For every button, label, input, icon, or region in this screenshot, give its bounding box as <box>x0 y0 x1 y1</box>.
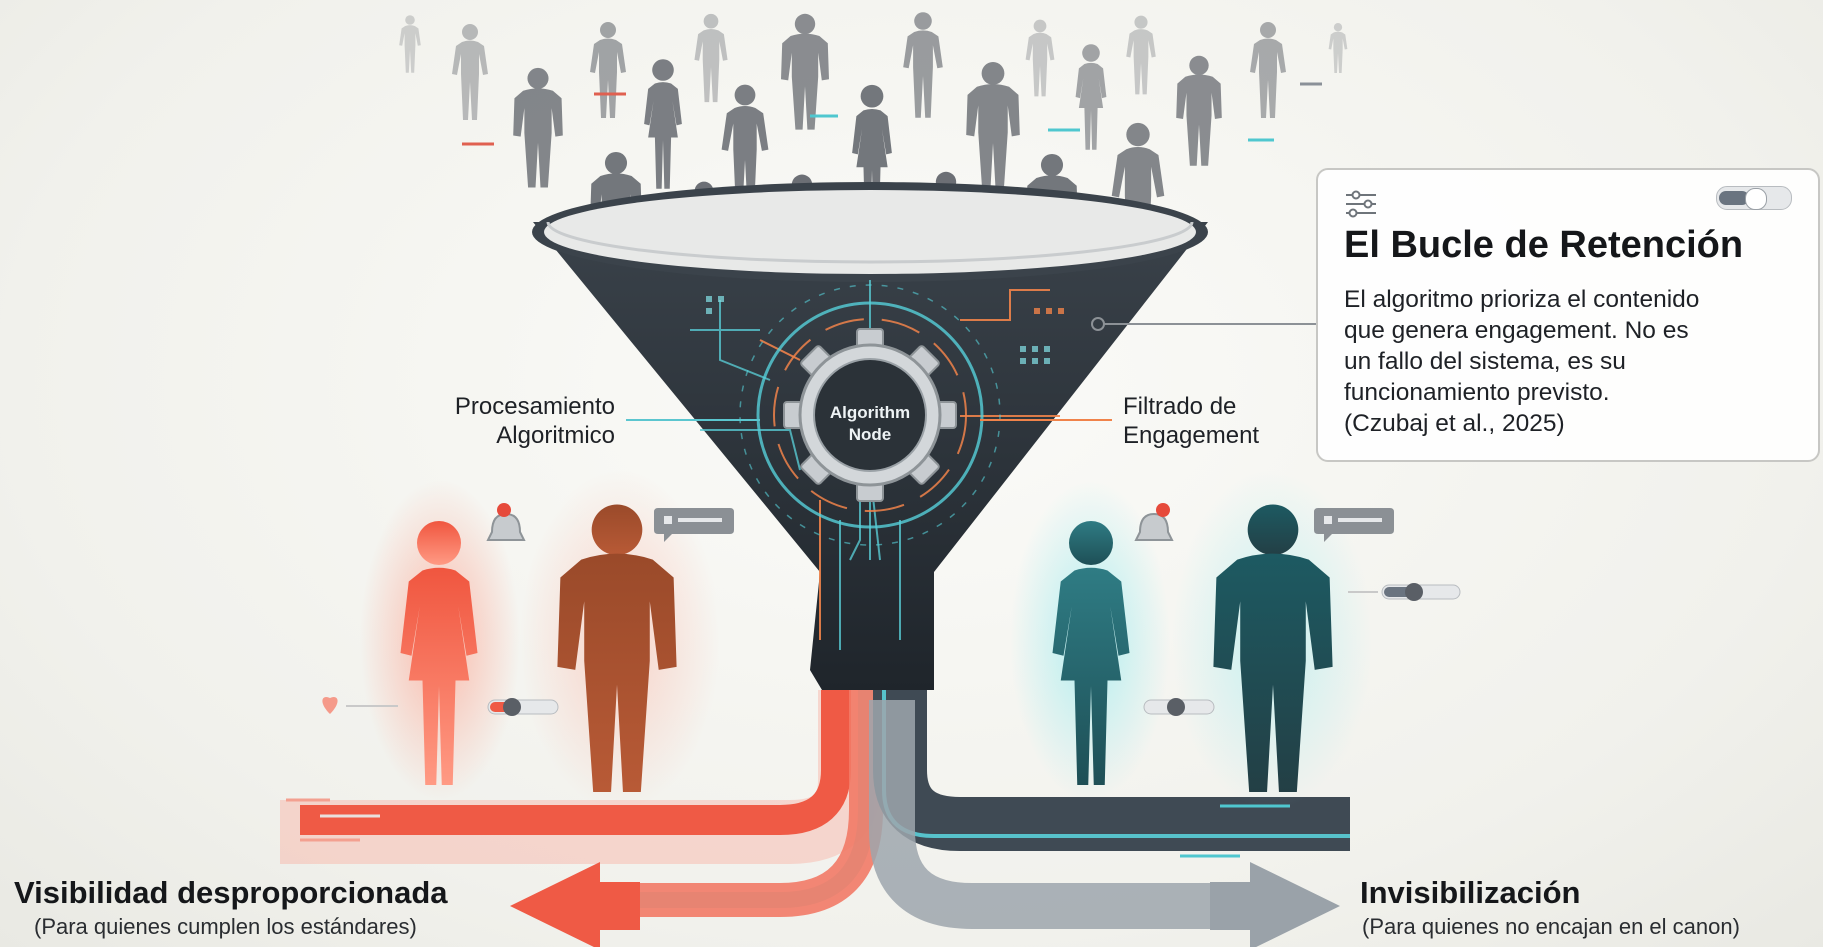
toggle-icon <box>1716 186 1792 210</box>
notification-bell-icon <box>1134 503 1174 541</box>
invisible-outcome-subtitle: (Para quienes no encajan en el canon) <box>1362 914 1740 939</box>
chat-bubble-icon <box>1314 508 1394 542</box>
toggle-icon <box>487 698 559 716</box>
card-body-line: El algoritmo prioriza el contenido <box>1344 286 1700 313</box>
filtering-label-line2: Engagement <box>1123 422 1260 449</box>
card-citation: (Czubaj et al., 2025) <box>1344 410 1565 437</box>
settings-sliders-icon <box>1346 190 1376 218</box>
processing-label: Procesamiento Algoritmico <box>455 392 615 450</box>
heart-icon <box>322 696 338 714</box>
gear-label-line2: Node <box>849 425 892 444</box>
processing-label-line1: Procesamiento <box>454 393 615 420</box>
crowd-accent-marks <box>462 82 1322 146</box>
processing-label-line2: Algoritmico <box>496 422 615 449</box>
card-body-line: un fallo del sistema, es su <box>1344 348 1626 375</box>
toggle-icon <box>1143 698 1215 716</box>
toggle-icon <box>1348 583 1461 601</box>
card-title: El Bucle de Retención <box>1344 224 1744 266</box>
card-body-line: funcionamiento previsto. <box>1344 379 1610 406</box>
label-connectors <box>626 317 1316 421</box>
invisible-stream <box>869 690 1350 929</box>
chat-bubble-icon <box>654 508 734 542</box>
invisible-outcome-title: Invisibilización <box>1360 875 1581 910</box>
arrow-left-icon <box>510 862 640 947</box>
gear-icon <box>783 328 957 502</box>
visible-outcome-subtitle: (Para quienes cumplen los estándares) <box>34 914 417 939</box>
arrow-right-icon <box>1210 862 1340 947</box>
filtering-label-line1: Filtrado de <box>1123 393 1237 420</box>
card-body: El algoritmo prioriza el contenido que g… <box>1344 284 1816 439</box>
notification-bell-icon <box>486 503 526 541</box>
gear-label-line1: Algorithm <box>830 403 910 422</box>
visible-stream <box>280 690 883 917</box>
filtering-label: Filtrado de Engagement <box>1123 392 1259 450</box>
retention-card: El Bucle de Retención El algoritmo prior… <box>1316 168 1820 462</box>
card-body-line: que genera engagement. No es <box>1344 317 1689 344</box>
visible-outcome-title: Visibilidad desproporcionada <box>14 875 448 910</box>
